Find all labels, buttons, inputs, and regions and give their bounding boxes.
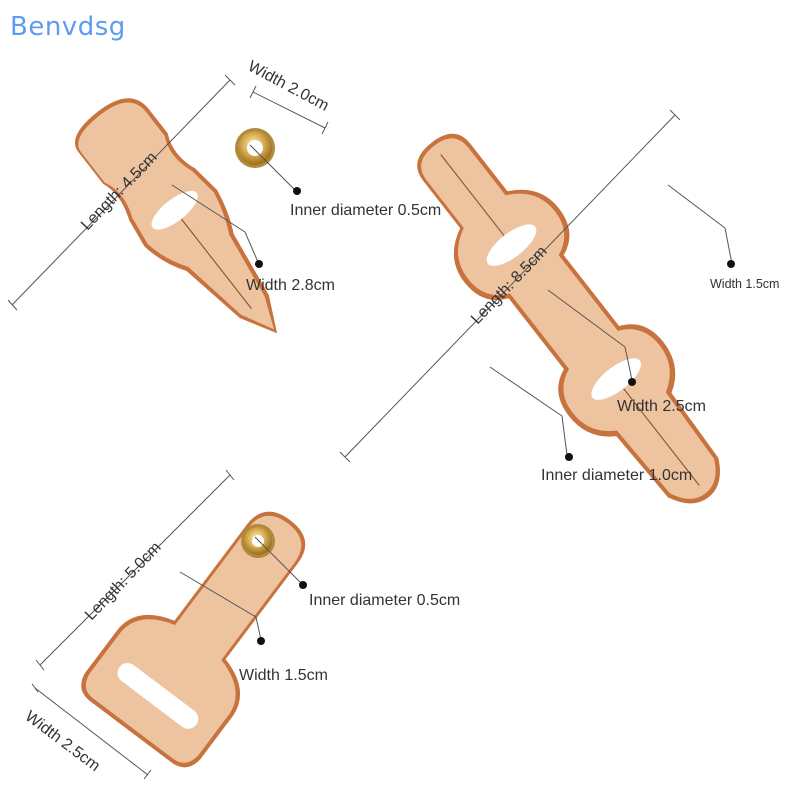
width-neck-label-t-tab: Width 1.5cm [239, 667, 328, 684]
brand-watermark: Benvdsg [10, 12, 126, 42]
product-t-shaped-eyelet-tab [81, 511, 306, 768]
inner-diameter-label-small-tab: Inner diameter 0.5cm [290, 202, 442, 219]
inner-diameter-label-t-tab: Inner diameter 0.5cm [309, 592, 461, 609]
width-tip-label-long-tab: Width 1.5cm [710, 277, 780, 291]
product-long-double-slot-tab [417, 133, 720, 504]
width-middle-label-long-tab: Width 2.5cm [617, 398, 706, 415]
inner-diameter-label-long-tab: Inner diameter 1.0cm [541, 467, 693, 484]
width-slot-label-small-tab: Width 2.8cm [246, 277, 335, 294]
product-small-eyelet-tab [75, 98, 278, 334]
